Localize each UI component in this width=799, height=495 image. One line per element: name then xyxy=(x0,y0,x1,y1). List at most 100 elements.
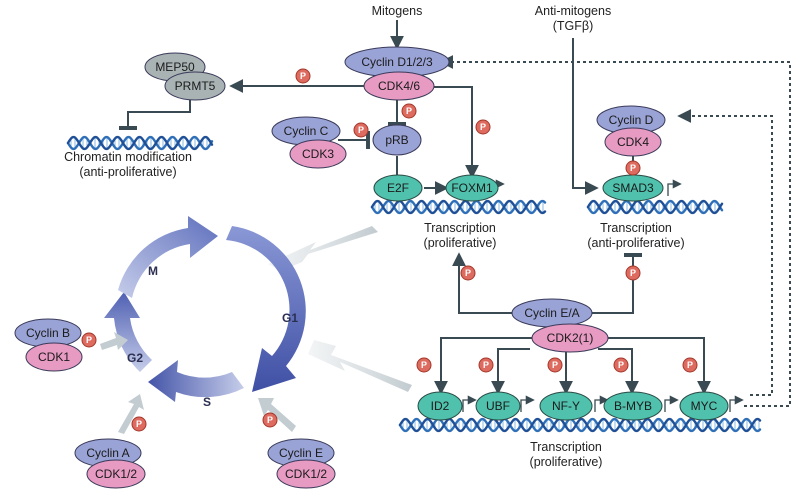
ubf-factor: UBF xyxy=(475,391,521,421)
cdk3-node xyxy=(289,139,347,169)
phospho-antiprolif-label: P xyxy=(630,268,636,278)
phospho-cdk1-label: P xyxy=(86,335,92,345)
dna-e2f-foxm1 xyxy=(370,199,547,215)
bmyb-label: B-MYB xyxy=(614,399,652,413)
cyclin-b-label: Cyclin B xyxy=(26,326,70,340)
cdk2-node xyxy=(531,323,609,353)
cdk1-input-arrow xyxy=(100,332,128,350)
phospho-smad3: P xyxy=(625,160,641,176)
e2f-node xyxy=(373,174,423,202)
cyclin-ea-label: Cyclin E/A xyxy=(524,306,579,320)
e2f-factor: E2F xyxy=(373,174,423,202)
phospho-antiprolif: P xyxy=(625,265,641,281)
cycle-arc-g1 xyxy=(226,226,306,392)
phospho-smad3-label: P xyxy=(630,163,636,173)
cyclin-e-cdk12-complex: Cyclin E CDK1/2 xyxy=(267,438,336,489)
mep50-label: MEP50 xyxy=(155,60,195,74)
cyclin-c-label: Cyclin C xyxy=(284,124,329,138)
cdk1-label: CDK1 xyxy=(38,350,70,364)
prb-protein: pRB xyxy=(372,124,422,156)
cycle-arc-m xyxy=(118,216,218,298)
phospho-cdk12-a: P xyxy=(131,416,147,432)
foxm1-label: FOXM1 xyxy=(451,181,493,195)
myc-label: MYC xyxy=(691,399,718,413)
dna-smad3 xyxy=(586,199,724,215)
antimitogens-label: Anti-mitogens xyxy=(535,4,611,18)
mitogens-label: Mitogens xyxy=(372,4,423,18)
phospho-prolif: P xyxy=(460,265,476,281)
cyclin-ea-cdk2-complex: Cyclin E/A CDK2(1) xyxy=(511,298,609,353)
myc-node xyxy=(679,391,729,421)
mep50-prmt5-complex: MEP50 PRMT5 xyxy=(144,52,226,101)
cdk12-e-node xyxy=(276,459,336,489)
phospho-myc: P xyxy=(682,357,698,373)
phospho-myc-label: P xyxy=(687,360,693,370)
phase-m-label: M xyxy=(148,264,158,278)
cdk46-node xyxy=(363,71,435,101)
phospho-cdk12-a-label: P xyxy=(136,419,142,429)
transcription-anti-sublabel: (anti-proliferative) xyxy=(587,236,684,250)
smad3-factor: SMAD3 xyxy=(602,174,664,202)
cdk12-a-node xyxy=(86,459,146,489)
text-labels: Mitogens Anti-mitogens (TGFβ) Chromatin … xyxy=(64,4,685,469)
phospho-ubf-label: P xyxy=(483,360,489,370)
cyclin-d123-cdk46-complex: Cyclin D1/2/3 CDK4/6 xyxy=(344,46,450,101)
cdk12-e-input-arrow xyxy=(258,398,296,432)
cdk12-a-label: CDK1/2 xyxy=(95,467,137,481)
phospho-foxm1: P xyxy=(475,119,491,135)
myc-factor: MYC xyxy=(679,391,729,421)
phospho-foxm1-label: P xyxy=(480,122,486,132)
transcription-bottom-sublabel: (proliferative) xyxy=(530,455,603,469)
phospho-cdk12-e-label: P xyxy=(267,415,273,425)
cdk4-label: CDK4 xyxy=(617,135,649,149)
prb-label: pRB xyxy=(385,133,408,147)
nfy-factor: NF-Y xyxy=(539,391,593,421)
transcription-bottom-label: Transcription xyxy=(530,440,602,454)
phospho-cdk1: P xyxy=(81,332,97,348)
cdk12-a-input-arrow xyxy=(118,394,144,434)
ubf-label: UBF xyxy=(486,399,510,413)
cdk1-node xyxy=(25,342,83,372)
cyclin-d-label: Cyclin D xyxy=(609,113,654,127)
chromatin-sublabel: (anti-proliferative) xyxy=(79,165,176,179)
input-arrow-upper xyxy=(268,226,378,271)
cyclin-b-cdk1-complex: Cyclin B CDK1 xyxy=(14,318,83,372)
cyclin-c-cdk3-complex: Cyclin C CDK3 xyxy=(271,116,347,169)
phase-s-label: S xyxy=(203,395,211,409)
prb-node xyxy=(372,124,422,156)
e2f-label: E2F xyxy=(387,181,409,195)
prmt5-label: PRMT5 xyxy=(175,79,216,93)
cdk46-label: CDK4/6 xyxy=(378,79,420,93)
phospho-prmt5: P xyxy=(295,68,311,84)
smad3-label: SMAD3 xyxy=(612,181,654,195)
phospho-nfy-label: P xyxy=(552,360,558,370)
phospho-prb-label: P xyxy=(406,106,412,116)
nfy-node xyxy=(539,391,593,421)
ubf-node xyxy=(475,391,521,421)
cdk12-e-label: CDK1/2 xyxy=(285,467,327,481)
nfy-label: NF-Y xyxy=(552,399,580,413)
chromatin-label: Chromatin modification xyxy=(64,150,192,164)
transcription-prolif-sublabel: (proliferative) xyxy=(424,236,497,250)
phospho-prmt5-label: P xyxy=(300,71,306,81)
cyclin-d-cdk4-complex: Cyclin D CDK4 xyxy=(596,105,666,157)
cell-cycle: M G1 S G2 xyxy=(104,216,306,409)
dna-layer xyxy=(66,135,762,433)
id2-label: ID2 xyxy=(431,399,450,413)
cdk4-node xyxy=(604,127,662,157)
cycle-arc-g2 xyxy=(104,292,152,372)
transcription-anti-label: Transcription xyxy=(600,221,672,235)
transcription-prolif-label: Transcription xyxy=(424,221,496,235)
cyclin-e-label: Cyclin E xyxy=(279,446,323,460)
phospho-cdk3-prb-label: P xyxy=(358,125,364,135)
phospho-prolif-label: P xyxy=(465,268,471,278)
phospho-cdk3-prb: P xyxy=(353,122,369,138)
phospho-id2: P xyxy=(416,357,432,373)
id2-factor: ID2 xyxy=(417,391,463,421)
dna-bottom xyxy=(398,417,762,433)
bmyb-factor: B-MYB xyxy=(603,391,663,421)
phospho-prb: P xyxy=(401,103,417,119)
cdk2-label: CDK2(1) xyxy=(547,331,594,345)
